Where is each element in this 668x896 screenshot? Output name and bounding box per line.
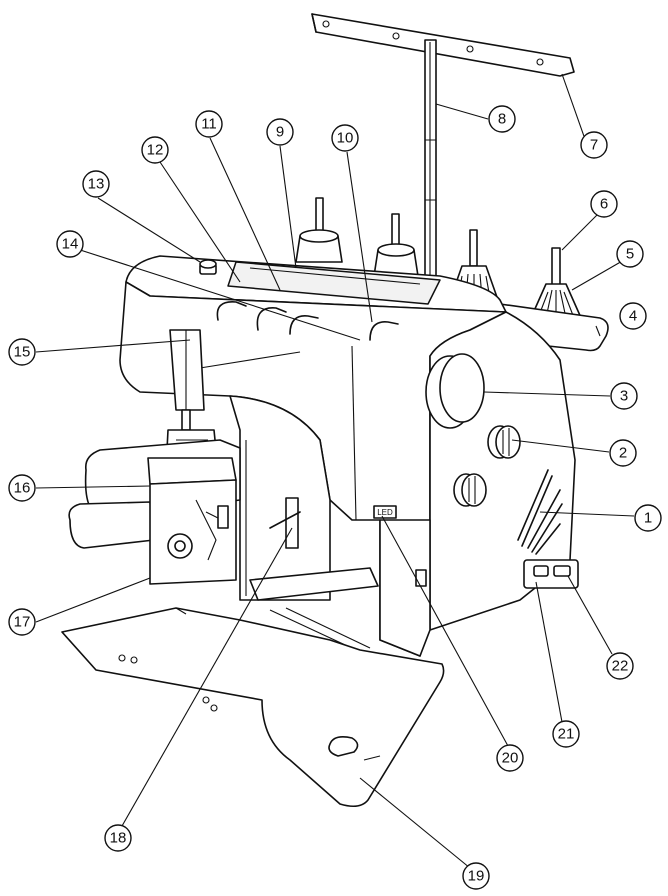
callout-4-label: 4	[629, 308, 637, 325]
callout-16: 16	[8, 474, 36, 502]
callout-19-label: 19	[468, 868, 485, 885]
callout-13: 13	[82, 170, 110, 198]
callout-17-label: 17	[14, 614, 31, 631]
led-badge: LED	[373, 505, 397, 519]
thread-stand	[311, 13, 575, 281]
callout-21-label: 21	[558, 726, 575, 743]
callout-3: 3	[610, 382, 638, 410]
callout-1: 1	[634, 504, 662, 532]
vent-slits	[517, 469, 563, 555]
stitch-length-dial	[487, 425, 521, 459]
callout-5-label: 5	[626, 246, 634, 263]
callout-22-label: 22	[612, 658, 629, 675]
callout-18-label: 18	[110, 830, 127, 847]
callout-10-label: 10	[337, 130, 354, 147]
handwheel	[425, 353, 485, 429]
power-connectors	[523, 559, 579, 589]
callout-16-label: 16	[14, 480, 31, 497]
callout-1-label: 1	[644, 510, 652, 527]
callout-3-label: 3	[620, 388, 628, 405]
callout-11-label: 11	[201, 116, 217, 133]
callout-10: 10	[331, 124, 359, 152]
callout-15-label: 15	[14, 344, 31, 361]
free-arm	[68, 439, 241, 585]
callout-12: 12	[141, 136, 169, 164]
callout-6-label: 6	[600, 196, 608, 213]
callout-7-label: 7	[590, 137, 598, 154]
callout-17: 17	[8, 608, 36, 636]
callout-18: 18	[104, 824, 132, 852]
callout-7: 7	[580, 131, 608, 159]
callout-2-label: 2	[619, 445, 627, 462]
callout-6: 6	[590, 190, 618, 218]
front-cover-open	[61, 607, 445, 808]
callout-15: 15	[8, 338, 36, 366]
callout-5: 5	[616, 240, 644, 268]
callout-11: 11	[195, 110, 223, 138]
led-badge-text: LED	[377, 508, 393, 517]
callout-9-label: 9	[276, 124, 284, 141]
callout-8-label: 8	[498, 111, 506, 128]
callout-12-label: 12	[147, 142, 164, 159]
callout-8: 8	[488, 105, 516, 133]
callout-19: 19	[462, 862, 490, 890]
callout-22: 22	[606, 652, 634, 680]
spool-2	[373, 213, 419, 277]
callout-14-label: 14	[62, 236, 79, 253]
callout-14: 14	[56, 230, 84, 258]
callout-20: 20	[496, 744, 524, 772]
callout-20-label: 20	[502, 750, 519, 767]
pressure-adjust-knob	[199, 259, 217, 275]
spool-1	[295, 197, 343, 263]
differential-feed-dial	[453, 473, 487, 507]
callout-4: 4	[619, 302, 647, 330]
callout-21: 21	[552, 720, 580, 748]
callout-13-label: 13	[88, 176, 105, 193]
callout-2: 2	[609, 439, 637, 467]
leader-lines	[35, 73, 635, 869]
callout-9: 9	[266, 118, 294, 146]
